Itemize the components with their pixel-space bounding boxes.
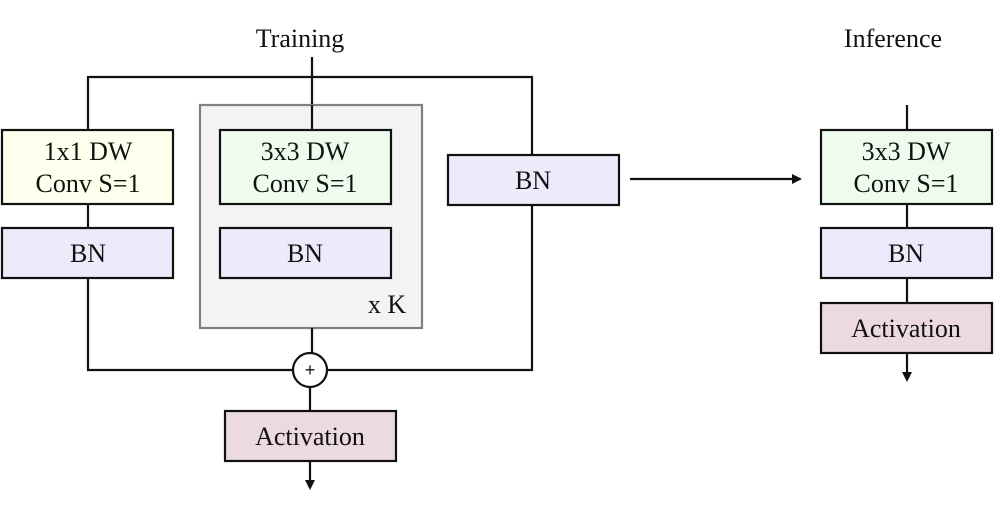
top-split-line — [86, 75, 534, 155]
bn-1x1-box — [0, 226, 175, 280]
inference-conv-label-line1: 3x3 DW — [862, 137, 951, 166]
inference-activation-label: Activation — [851, 314, 961, 343]
conv-1x1-label-line1: 1x1 DW — [44, 137, 133, 166]
bn-3x3-label: BN — [287, 239, 323, 268]
sum-symbol: + — [305, 360, 316, 380]
conv-3x3-label-line1: 3x3 DW — [261, 137, 350, 166]
bn-1x1-label: BN — [70, 239, 106, 268]
training-title: Training — [256, 24, 345, 53]
conv-3x3-label-line2: Conv S=1 — [253, 169, 358, 198]
inference-bn-box — [819, 226, 994, 280]
conv-1x1-label-line2: Conv S=1 — [36, 169, 141, 198]
bn-identity-label: BN — [515, 166, 551, 195]
activation-box — [223, 409, 398, 463]
merge-right-line — [328, 205, 534, 372]
merge-left-line — [86, 278, 292, 372]
inference-title: Inference — [844, 24, 942, 53]
inference-bn-label: BN — [888, 239, 924, 268]
activation-label: Activation — [255, 422, 365, 451]
inference-conv-box — [819, 128, 994, 206]
bn-3x3-box — [218, 226, 393, 280]
conv-3x3-box — [218, 128, 393, 206]
repeat-label: x K — [368, 290, 407, 319]
bn-identity-box — [446, 153, 621, 207]
inference-conv-label-line2: Conv S=1 — [854, 169, 959, 198]
